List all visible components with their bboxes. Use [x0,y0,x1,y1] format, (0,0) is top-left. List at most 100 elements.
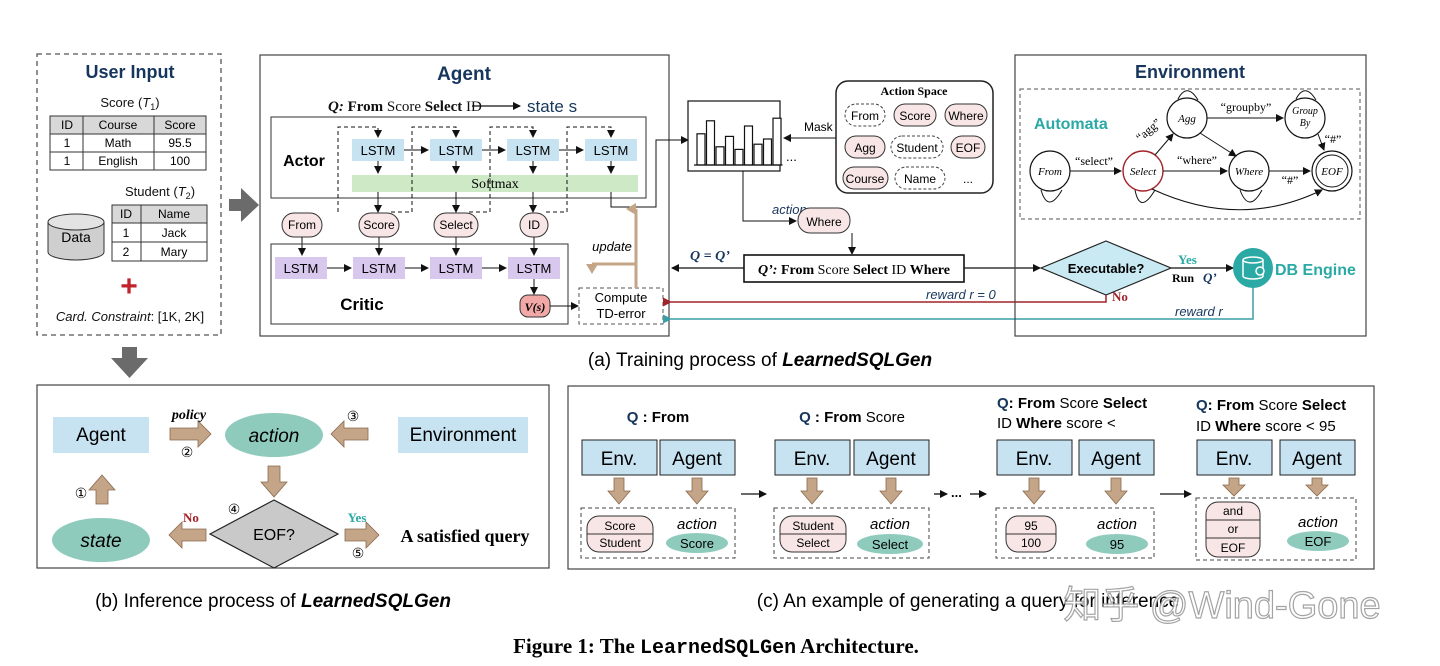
edge-hash: “#” [1282,173,1299,187]
env-box: Env. [601,449,638,470]
action-item: Name [904,172,936,186]
reward-label: reward r [1175,304,1223,319]
table-cell: 95.5 [168,136,192,150]
satisfied-query: A satisfied query [400,526,529,546]
table-cell: Jack [162,226,188,240]
histogram-bar [734,148,744,166]
step-1: ① [75,485,88,501]
student-table-title: Student (T2) [125,184,195,201]
automata-graph: From Select Agg Group By Where EOF “sele… [1029,90,1353,211]
option-item: 100 [1021,536,1041,550]
edge-agg: “agg” [1133,116,1163,145]
policy-label: policy [171,408,207,423]
db-engine-icon [1233,248,1273,288]
q-equals-qprime: Q = Q’ [690,249,730,264]
gray-arrow-down-icon [111,347,148,378]
agent-box: Agent [866,449,916,470]
action-label: action [1097,516,1137,533]
q-prime-query: Q’: From Score Select ID Where [758,263,950,278]
histogram-bar [762,138,773,166]
chosen-action: Score [680,536,714,551]
inference-panel: Agent policy ② action ③ Environment EOF?… [36,384,550,569]
tan-arrow-left-icon [330,420,369,448]
tan-arrow-down-icon [879,477,903,505]
action-label: action [870,516,910,533]
edge-where: “where” [1177,153,1217,167]
environment-panel: Environment Automata From Select Agg Gro… [1014,54,1367,337]
inference-yes: Yes [348,510,367,525]
figure-caption: Figure 1: The LearnedSQLGen Architecture… [513,634,919,660]
option-item: Select [796,536,830,550]
critic-lstm-row: LSTM LSTM LSTM LSTM [275,257,560,295]
run-q-prime: Q’ [1203,270,1217,285]
edge-select: “select” [1075,154,1113,168]
option-item: Student [792,519,834,533]
run-label: Run [1172,271,1194,285]
edge-hash: “#” [1325,132,1342,146]
tan-arrow-down-icon [1104,477,1128,505]
student-table: ID Name 1 Jack 2 Mary [111,204,208,262]
table-cell: English [98,154,137,168]
tan-arrow-down-icon [607,477,631,505]
token-from: From [288,218,316,232]
agent-box: Agent [672,449,722,470]
environment-title: Environment [1135,62,1245,82]
example-panel: Q : From Env. Agent Score Student action… [567,385,1375,570]
table-cell: 100 [170,154,190,168]
action-label: action [772,202,807,217]
state-s-label: state s [527,97,577,116]
inference-action: action [249,426,300,447]
data-label: Data [61,229,91,245]
lstm-cell: LSTM [362,261,397,276]
score-header-id: ID [61,118,73,132]
state-where: Where [1235,166,1263,178]
lstm-cell: LSTM [516,143,551,158]
score-header-score: Score [164,118,196,132]
softmax-label: Softmax [471,177,518,192]
lstm-cell: LSTM [594,143,629,158]
action-item: ... [963,172,973,186]
where-node: Where [806,215,842,229]
state-group: Group [1292,106,1318,117]
example-query-1: Q : From [627,409,690,426]
action-space-items: From Score Where Agg Student EOF Course … [842,103,988,190]
action-item: Agg [854,141,875,155]
histogram-bar [696,133,706,166]
agent-title: Agent [437,64,492,85]
table-cell: Mary [161,245,188,259]
plus-icon: + [120,270,138,303]
action-item: Where [948,109,984,123]
action-item: Student [896,141,938,155]
td-error-line2: TD-error [596,306,646,321]
action-space-title: Action Space [881,84,949,98]
state-from: From [1037,166,1062,178]
value-function-label: V(s) [525,300,546,314]
action-probability-histogram [694,117,783,166]
env-box: Env. [1216,449,1253,470]
state-agg: Agg [1177,113,1196,125]
histogram-ellipsis: ... [786,149,797,164]
tan-arrow-down-icon [1305,477,1329,497]
state-select: Select [1130,166,1157,178]
score-table: ID Course Score 1 Math 95.5 1 English 10… [49,115,207,171]
example-query-3-line1: Q: From Score Select [997,395,1147,412]
yes-label: Yes [1178,252,1197,267]
option-item: 95 [1024,519,1038,533]
step-5: ⑤ [352,545,365,561]
histogram-bar [743,125,754,166]
state-by: By [1300,118,1311,129]
table-cell: 2 [123,245,130,259]
inference-state: state [80,531,121,552]
token-pills: From Score Select ID [281,212,549,256]
agent-box: Agent [1091,449,1141,470]
action-label: action [1298,514,1338,531]
state-eof: EOF [1320,166,1343,178]
ellipsis: ... [951,485,962,500]
middle-flow: ... Mask action Where Q’: From Score Sel… [663,100,1254,324]
agent-query-state: Q: From Score Select ID [328,99,482,115]
agent-box: Agent [1292,449,1342,470]
update-label: update [592,239,632,254]
eof-decision: EOF? [253,527,295,544]
histogram-bar [753,143,763,166]
